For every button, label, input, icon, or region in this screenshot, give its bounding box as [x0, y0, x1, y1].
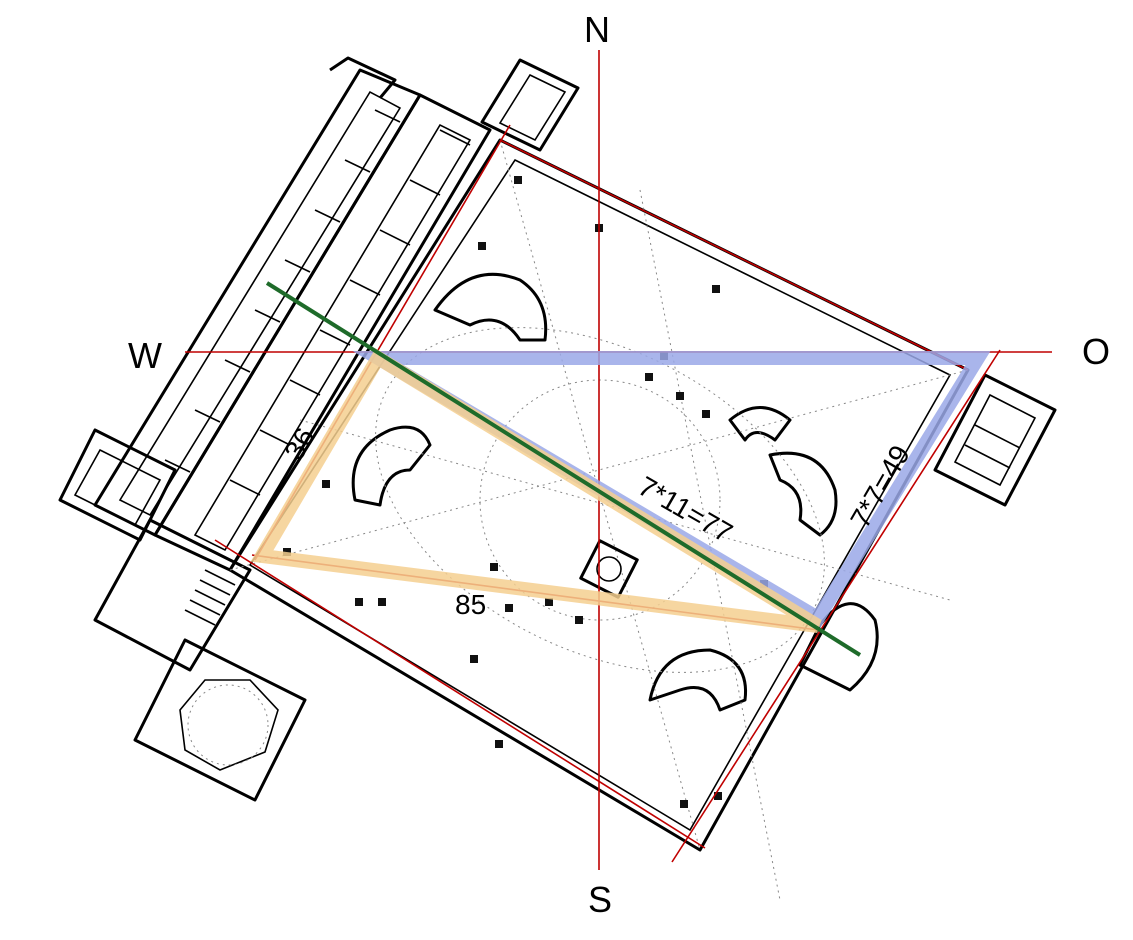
north-annex	[480, 58, 580, 152]
narthex-outer	[153, 93, 492, 572]
label-85: 85	[455, 589, 486, 620]
compass-north: N	[584, 9, 610, 50]
building-plan	[58, 56, 1057, 901]
red-north-edge	[499, 139, 969, 371]
red-east-edge	[671, 349, 1001, 863]
narthex-inner	[193, 123, 472, 552]
tomb-dome	[187, 684, 269, 766]
orange-triangle	[250, 348, 822, 633]
green-diagonal	[265, 281, 862, 657]
compass-south: S	[588, 879, 612, 920]
center-east-semidome	[768, 451, 838, 537]
east-annex	[933, 373, 1057, 507]
exonarthex-inner	[118, 90, 402, 517]
north-east-semidome	[728, 406, 792, 442]
north-semidome	[433, 272, 548, 342]
east-annex-inner	[953, 393, 1037, 487]
tomb-outer	[133, 638, 307, 802]
sw-stair-block	[93, 518, 252, 672]
fountain-basin	[596, 556, 622, 582]
compass-west: W	[128, 335, 162, 376]
central-fountain	[579, 539, 639, 599]
exonarthex-outer	[93, 68, 422, 537]
south-semidome	[648, 648, 748, 712]
red-south-edge	[214, 539, 706, 849]
compass-east: O	[1082, 331, 1110, 372]
west-annex-inner	[73, 448, 162, 527]
north-annex-inner	[498, 73, 567, 142]
gallery-dividers	[164, 109, 471, 496]
center-west-semidome	[351, 425, 432, 507]
piers	[283, 176, 768, 808]
nw-spur	[329, 56, 397, 99]
east-annex-rooms	[964, 424, 1021, 469]
tomb-octagon	[179, 679, 279, 771]
stair-treads	[184, 569, 236, 626]
east-apse	[798, 602, 879, 692]
